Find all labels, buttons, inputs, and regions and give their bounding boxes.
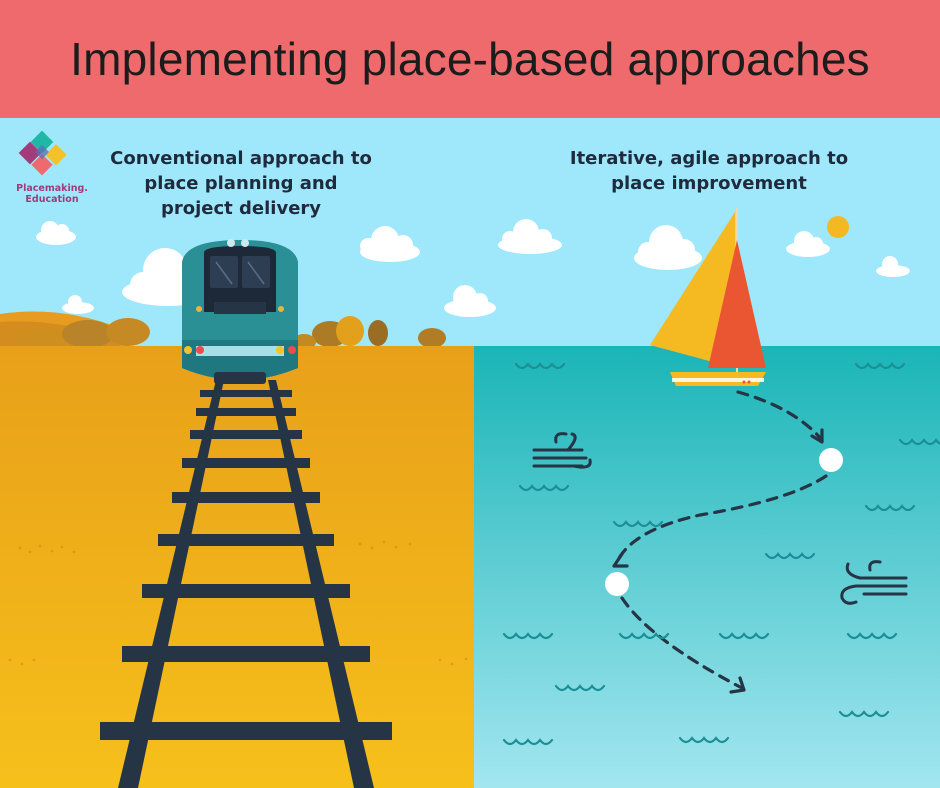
caption-line: Conventional approach to [110, 148, 372, 169]
logo-line: Placemaking. [16, 183, 88, 194]
sand-speckles [8, 540, 496, 666]
wind-icon [532, 432, 592, 469]
iteration-point [605, 572, 629, 596]
cloud [498, 219, 562, 254]
track-sleeper [190, 430, 302, 439]
conventional-approach-caption: Conventional approach to place planning … [110, 146, 372, 221]
track-rail-left [118, 380, 224, 788]
logo-line: Education [25, 194, 79, 205]
track-sleeper [172, 492, 320, 503]
title-banner [0, 0, 940, 118]
iteration-point [819, 448, 843, 472]
train-headlight [278, 306, 284, 312]
caption-line: place planning and [144, 173, 338, 194]
cloud [786, 231, 830, 257]
iterative-path [615, 390, 828, 690]
track-sleeper [158, 534, 334, 546]
wind-icon [840, 560, 908, 605]
cloud [634, 225, 702, 270]
cloud [62, 295, 94, 314]
cloud [876, 256, 910, 277]
sand-ground [0, 346, 474, 788]
cloud [444, 285, 496, 317]
sailboat [650, 208, 766, 386]
cloud [36, 221, 76, 245]
caption-line: project delivery [160, 198, 322, 219]
sail-jib [708, 240, 766, 368]
caption-line: Iterative, agile approach to [569, 148, 849, 169]
track-sleeper [200, 390, 292, 397]
iterative-approach-caption: Iterative, agile approach to place impro… [568, 146, 850, 196]
railway-track [100, 380, 392, 788]
bushes [12, 316, 446, 350]
train [182, 239, 298, 384]
track-rail-right [268, 380, 374, 788]
path-arrowheads [612, 428, 824, 694]
track-sleeper [122, 646, 370, 662]
sail-main [650, 212, 735, 368]
arrow-down-right-icon [729, 676, 746, 694]
track-sleeper [100, 722, 392, 740]
caption-line: place improvement [611, 173, 807, 194]
track-sleeper [142, 584, 350, 598]
page-title: Implementing place-based approaches [70, 33, 870, 85]
track-sleeper [196, 408, 296, 416]
arrow-down-left-icon [612, 552, 629, 568]
logo-wordmark: Placemaking. Education [12, 183, 92, 205]
train-headlight [196, 306, 202, 312]
track-sleeper [182, 458, 310, 468]
cloud [360, 226, 420, 262]
sun [827, 216, 849, 238]
illustration [0, 118, 940, 788]
arrow-down-right-icon [810, 428, 824, 444]
